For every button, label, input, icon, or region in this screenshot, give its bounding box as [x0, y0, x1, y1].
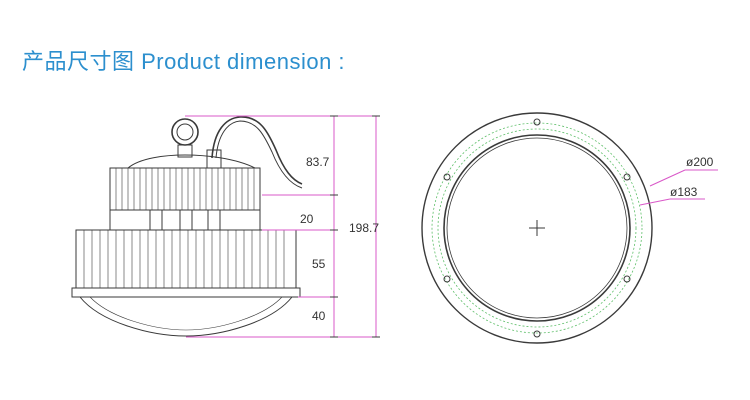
neck-ring	[109, 209, 261, 231]
power-cable	[211, 116, 303, 185]
main-heatsink	[75, 229, 297, 289]
body-fins	[83, 230, 285, 288]
dim-label-inner-diameter: ø183	[670, 185, 698, 199]
outer-rim	[421, 112, 653, 344]
dim-label-lens: 40	[312, 309, 326, 323]
led-ring-outer	[431, 122, 643, 334]
upper-fins	[115, 168, 255, 210]
dim-label-neck: 20	[300, 212, 314, 226]
mounting-hole	[443, 275, 451, 283]
upper-heatsink	[109, 167, 261, 211]
dim-label-top: 83.7	[306, 155, 330, 169]
mounting-hole	[623, 173, 631, 181]
inner-lens	[443, 134, 631, 322]
mounting-hole	[533, 118, 541, 126]
lens-dome	[79, 296, 293, 337]
dim-label-outer-diameter: ø200	[686, 155, 714, 169]
page-title: 产品尺寸图 Product dimension :	[22, 49, 346, 74]
center-crosshair	[529, 220, 545, 236]
top-cap	[126, 154, 256, 169]
mounting-hole	[443, 173, 451, 181]
side-dimension-ticks	[330, 115, 380, 338]
led-ring-inner	[437, 128, 637, 328]
side-dimension-lines	[185, 115, 380, 338]
side-view	[71, 116, 303, 337]
mounting-holes	[443, 118, 631, 338]
eye-hook	[171, 118, 199, 146]
dim-label-body: 55	[312, 257, 326, 271]
mounting-hole	[533, 330, 541, 338]
base-flange	[71, 287, 301, 298]
dim-label-total: 198.7	[349, 221, 379, 235]
mounting-hole	[623, 275, 631, 283]
top-dimension-leaders	[639, 169, 718, 206]
cable-gland	[206, 149, 222, 169]
top-view	[421, 112, 653, 344]
